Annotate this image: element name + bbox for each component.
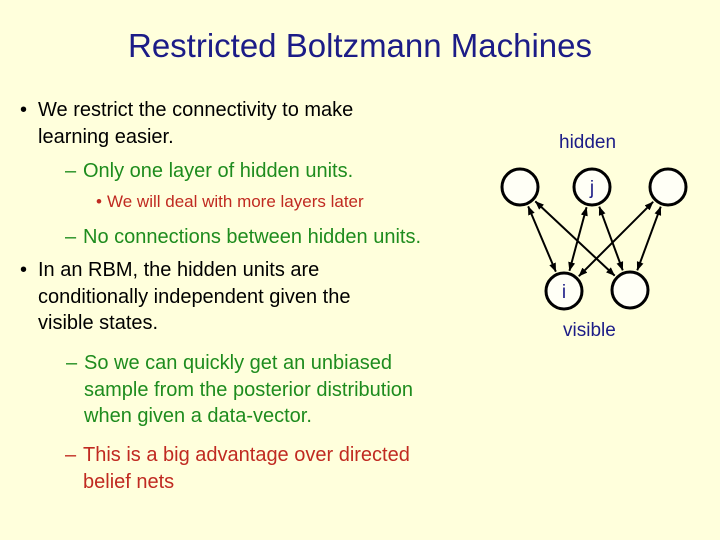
- bullet-item: – Only one layer of hidden units.: [65, 158, 354, 185]
- bullet-item: – This is a big advantage over directed …: [65, 442, 410, 495]
- bullet-item: – No connections between hidden units.: [65, 224, 422, 251]
- visible-layer-label: visible: [563, 320, 616, 341]
- hidden-layer-label: hidden: [559, 132, 617, 153]
- bullet-line: We restrict the connectivity to make: [38, 99, 354, 121]
- bullet-item: • We restrict the connectivity to make l…: [20, 97, 354, 150]
- bullet-line: So we can quickly get an unbiased: [84, 352, 392, 374]
- unit-node-circle: [648, 167, 688, 207]
- unit-node-circle: [572, 167, 612, 207]
- unit-node-label: i: [562, 282, 566, 303]
- bullet-marker: •: [20, 259, 28, 281]
- edge-arrow: [636, 206, 662, 271]
- edge-arrow: [578, 201, 654, 277]
- bullet-line: visible states.: [38, 312, 159, 334]
- bullet-marker: •: [96, 192, 102, 211]
- unit-node-label: j: [589, 178, 594, 199]
- dash-marker: –: [65, 160, 77, 182]
- bullet-line: sample from the posterior distribution: [84, 378, 414, 401]
- edge-arrow: [598, 206, 624, 271]
- bullet-line: learning easier.: [38, 125, 174, 148]
- unit-node-circle: [500, 167, 540, 207]
- bullet-marker: •: [20, 99, 28, 121]
- dash-marker: –: [66, 352, 78, 374]
- bullet-item: – So we can quickly get an unbiased samp…: [66, 350, 414, 430]
- bullet-line: belief nets: [83, 470, 175, 493]
- bullet-line: In an RBM, the hidden units are: [38, 259, 320, 281]
- unit-node-circle: [544, 271, 584, 311]
- bullet-line: We will deal with more layers later: [107, 192, 364, 211]
- bullet-line: conditionally independent given the: [38, 285, 351, 308]
- bullet-line: No connections between hidden units.: [83, 226, 422, 248]
- rbm-diagram: ji: [500, 167, 688, 311]
- dash-marker: –: [65, 444, 77, 466]
- edge-arrow: [534, 200, 616, 277]
- bullet-line: Only one layer of hidden units.: [83, 160, 354, 182]
- bullet-line: This is a big advantage over directed: [83, 444, 410, 466]
- bullet-line: when given a data-vector.: [84, 405, 312, 427]
- slide-title: Restricted Boltzmann Machines: [127, 27, 593, 64]
- bullet-item: • In an RBM, the hidden units are condit…: [20, 257, 351, 337]
- bullet-item: • We will deal with more layers later: [96, 189, 364, 216]
- unit-node-circle: [610, 270, 650, 310]
- edge-arrow: [568, 206, 588, 272]
- dash-marker: –: [65, 226, 77, 248]
